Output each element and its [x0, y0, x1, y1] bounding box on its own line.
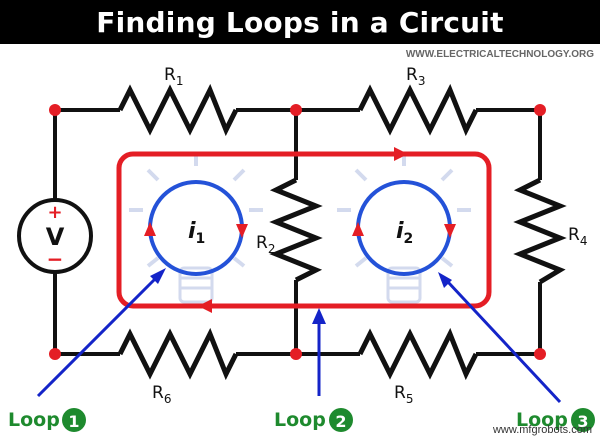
title-banner: Finding Loops in a Circuit: [0, 0, 600, 44]
resistor-r3: [357, 83, 479, 137]
pointer-loop-1: [36, 276, 158, 398]
loop-2-text: Loop: [274, 409, 326, 431]
label-r6: R6: [152, 383, 171, 406]
loop-label-2: Loop 2: [274, 408, 353, 432]
bulb-decoration-left: [129, 152, 263, 304]
source-label: V: [46, 223, 65, 251]
circuit-wires: [53, 108, 542, 356]
label-r2: R2: [256, 233, 275, 256]
loop-2-number: 2: [335, 412, 346, 431]
page-title: Finding Loops in a Circuit: [96, 5, 504, 39]
circuit-nodes: [49, 104, 546, 360]
pointer-loop-3: [446, 280, 562, 404]
resistor-r5: [357, 327, 479, 381]
node-top-left: [49, 104, 61, 116]
loop-3-number: 3: [577, 412, 588, 431]
loop-1-number: 1: [68, 412, 79, 431]
mesh-loop-1: [144, 180, 248, 276]
loop-label-1: Loop 1: [8, 408, 86, 432]
current-label-i2: i2: [396, 219, 413, 247]
outer-loop-arrow-top: [394, 147, 408, 161]
source-url: WWW.ELECTRICALTECHNOLOGY.ORG: [405, 49, 594, 60]
label-r5: R5: [394, 383, 413, 406]
pointer-arrows: [36, 268, 562, 404]
outer-loop: [116, 147, 492, 313]
node-bottom-right: [534, 348, 546, 360]
node-top-mid: [290, 104, 302, 116]
node-bottom-left: [49, 348, 61, 360]
loop-1-text: Loop: [8, 409, 60, 431]
mesh-1-arrow-right: [236, 224, 248, 238]
node-top-right: [534, 104, 546, 116]
label-r3: R3: [406, 65, 425, 88]
source-plus: +: [47, 202, 62, 223]
resistor-r6: [117, 327, 239, 381]
mesh-2-arrow-left: [352, 222, 364, 236]
mesh-1-arrow-left: [144, 222, 156, 236]
outer-loop-arrow-bottom: [198, 299, 212, 313]
label-r1: R1: [164, 65, 183, 88]
loop-label-3: Loop 3: [516, 408, 595, 432]
current-label-i1: i1: [188, 219, 205, 247]
loop-3-text: Loop: [516, 409, 568, 431]
voltage-source: + V −: [17, 198, 93, 274]
resistor-r4: [513, 177, 567, 285]
resistor-r2: [269, 177, 323, 283]
resistor-r1: [117, 83, 239, 137]
mesh-loop-2: [352, 180, 456, 276]
node-bottom-mid: [290, 348, 302, 360]
label-r4: R4: [568, 225, 587, 248]
mesh-2-arrow-right: [444, 224, 456, 238]
watermark: www.mfgrobots.com: [492, 424, 592, 436]
source-minus: −: [47, 247, 64, 271]
